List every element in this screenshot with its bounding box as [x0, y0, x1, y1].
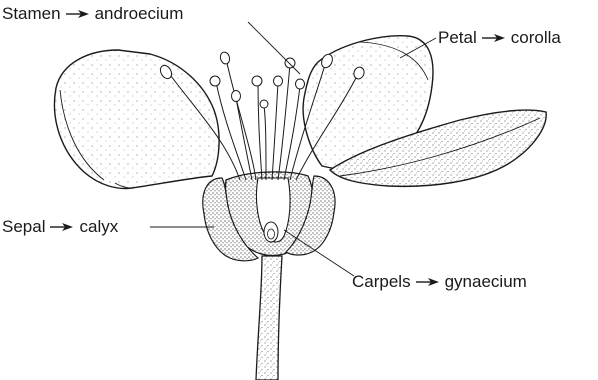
- sepal-label: Sepal calyx: [2, 217, 118, 237]
- petal-part-text: Petal: [438, 28, 477, 47]
- arrow-icon: [416, 277, 440, 287]
- gynaecium-text: gynaecium: [445, 272, 527, 291]
- androecium-text: androecium: [95, 4, 184, 23]
- stem: [256, 256, 282, 380]
- arrow-icon: [482, 33, 506, 43]
- sepal-part-text: Sepal: [2, 217, 45, 236]
- arrow-icon: [50, 222, 74, 232]
- stamen-leader-line: [248, 22, 300, 74]
- stamen-part-text: Stamen: [2, 4, 61, 23]
- carpels-part-text: Carpels: [352, 272, 411, 291]
- carpels-label: Carpels gynaecium: [352, 272, 527, 292]
- stamen-label: Stamen androecium: [2, 4, 183, 24]
- calyx-text: calyx: [79, 217, 118, 236]
- petal-label: Petal corolla: [438, 28, 561, 48]
- left-petal: [54, 50, 219, 188]
- arrow-icon: [66, 9, 90, 19]
- corolla-text: corolla: [511, 28, 561, 47]
